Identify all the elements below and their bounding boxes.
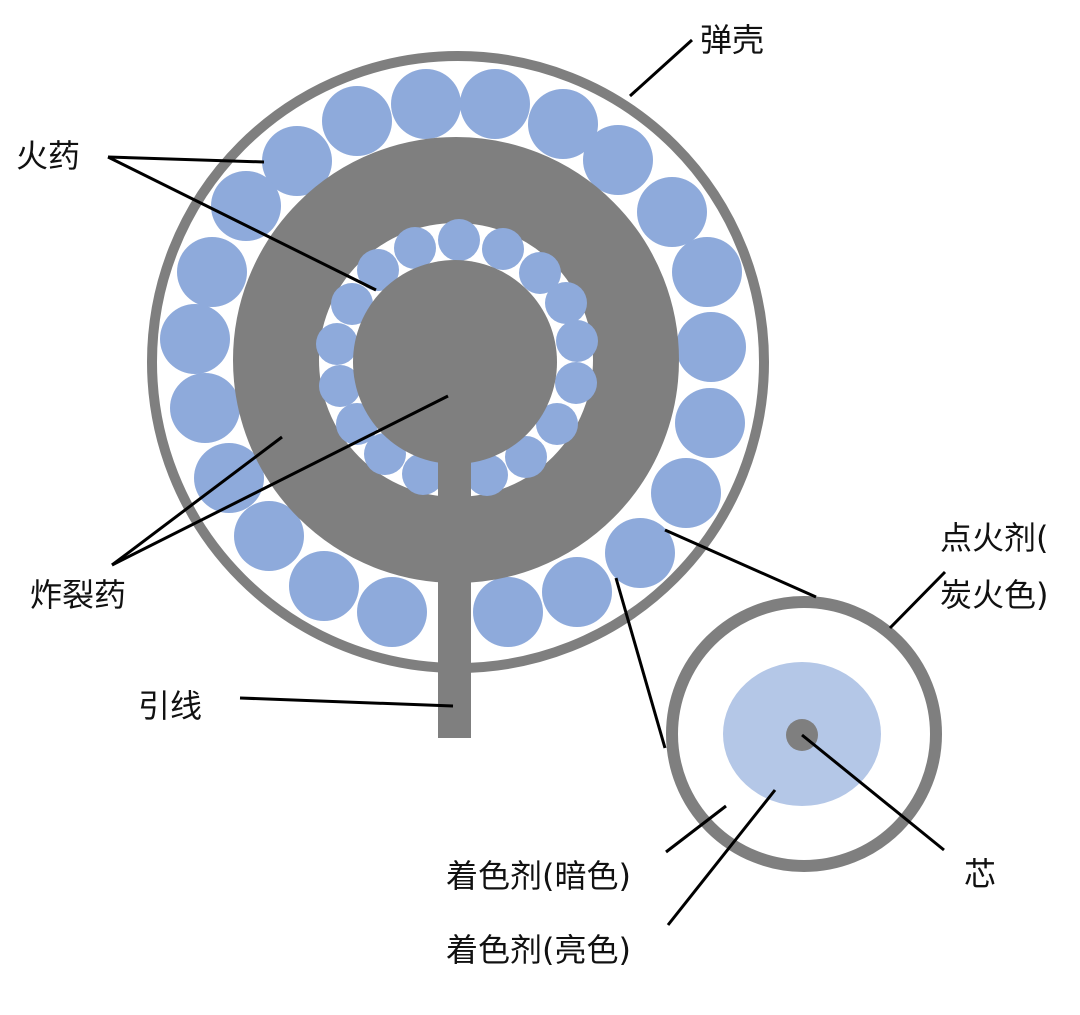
leader-line-igniter — [888, 570, 947, 630]
powder-star — [391, 69, 461, 139]
leader-line-core — [801, 733, 945, 852]
label-core: 芯 — [964, 855, 997, 893]
powder-star — [394, 227, 436, 269]
outer-powder-stars — [160, 69, 746, 647]
label-shell: 弹壳 — [700, 21, 765, 59]
powder-star — [482, 228, 524, 270]
leader-line-fuse — [239, 696, 454, 708]
leader-line-dark-color-agent — [665, 804, 727, 854]
fuse — [438, 460, 471, 738]
powder-star — [357, 249, 399, 291]
label-igniter-line1: 点火剂( — [940, 519, 1049, 557]
leader-line-bright-color-agent — [666, 789, 777, 926]
label-fuse: 引线 — [138, 687, 203, 725]
powder-star — [357, 577, 427, 647]
powder-star — [583, 125, 653, 195]
label-bright-color-agent: 着色剂(亮色) — [446, 931, 631, 969]
leader-line-burst-ring — [111, 435, 283, 567]
powder-star — [160, 304, 230, 374]
powder-star — [505, 436, 547, 478]
powder-star — [651, 458, 721, 528]
powder-star — [637, 177, 707, 247]
powder-star — [545, 282, 587, 324]
powder-star — [519, 252, 561, 294]
leader-line-detail-top — [664, 528, 817, 599]
label-powder: 火药 — [16, 137, 81, 175]
powder-star — [556, 320, 598, 362]
powder-star — [331, 283, 373, 325]
leader-lines — [107, 38, 947, 926]
leader-line-powder-inner — [107, 155, 377, 292]
powder-star — [672, 237, 742, 307]
inner-powder-stars — [316, 219, 598, 496]
label-dark-color-agent: 着色剂(暗色) — [446, 857, 631, 895]
burst-charge-core — [353, 260, 557, 464]
powder-star — [402, 453, 444, 495]
powder-star — [473, 577, 543, 647]
powder-star — [555, 362, 597, 404]
powder-star — [177, 237, 247, 307]
leader-line-burst-core — [111, 394, 449, 567]
leader-line-shell — [628, 38, 694, 98]
leader-line-detail-bottom — [614, 577, 667, 749]
powder-star — [262, 126, 332, 196]
powder-star — [460, 69, 530, 139]
powder-star — [542, 557, 612, 627]
powder-star — [605, 518, 675, 588]
label-burst-charge: 炸裂药 — [30, 576, 127, 614]
leader-line-powder-outer — [107, 155, 265, 164]
powder-star — [211, 171, 281, 241]
powder-star — [466, 454, 508, 496]
powder-star — [675, 388, 745, 458]
powder-star — [322, 86, 392, 156]
powder-star — [234, 501, 304, 571]
label-igniter-line2: 炭火色) — [940, 576, 1049, 614]
powder-star — [536, 403, 578, 445]
powder-star — [289, 551, 359, 621]
powder-star — [316, 323, 358, 365]
powder-star — [528, 89, 598, 159]
powder-star — [170, 373, 240, 443]
powder-star — [676, 312, 746, 382]
powder-star — [319, 365, 361, 407]
powder-star — [438, 219, 480, 261]
